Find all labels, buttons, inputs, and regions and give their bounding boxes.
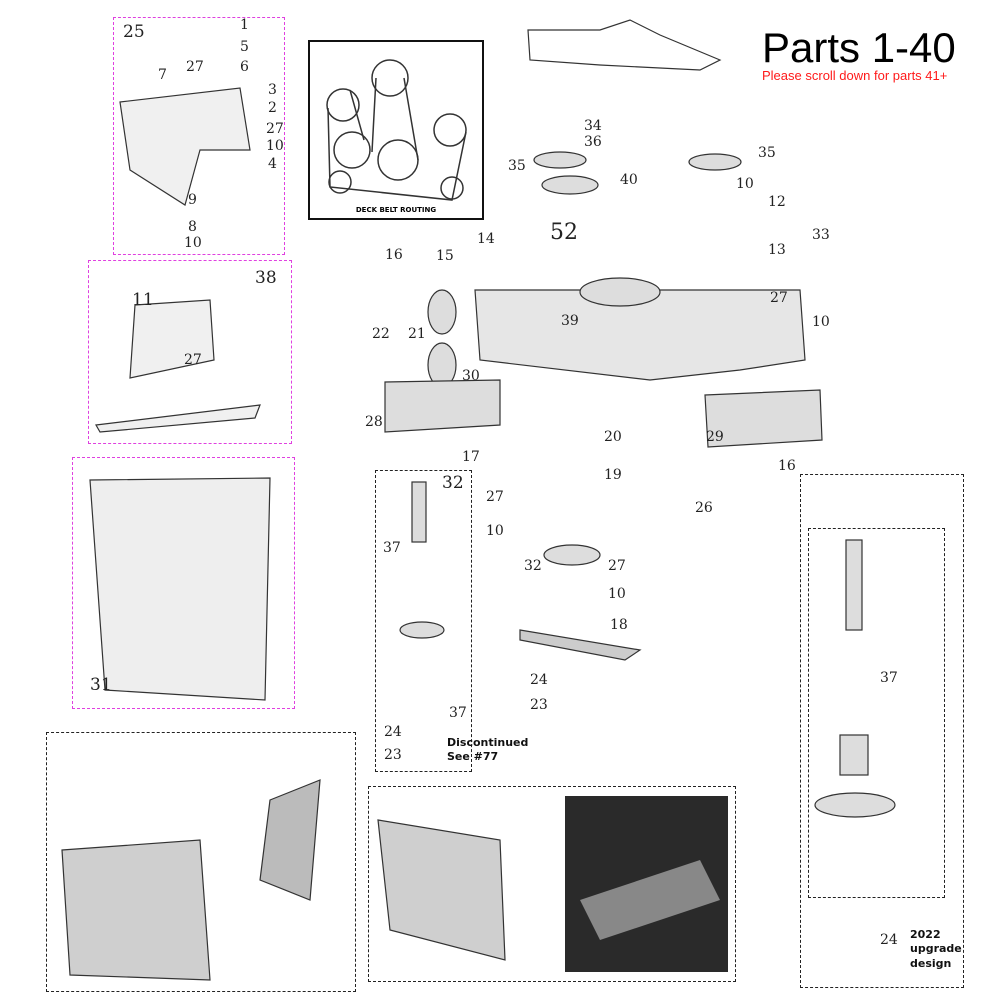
upgrade-text: upgrade: [910, 942, 962, 956]
blade-set: [95, 404, 261, 433]
design-text: design: [910, 956, 952, 970]
upgrade-spindle-inner-box: [808, 528, 945, 898]
part-label: 21: [408, 326, 426, 342]
part-28-baffle: [384, 379, 501, 433]
part-label: 14: [477, 231, 495, 247]
belt-routing-drawing: [326, 59, 467, 201]
scroll-hint: Please scroll down for parts 41+: [762, 68, 948, 83]
part-label: 33: [812, 227, 830, 243]
deflector-plate: [61, 839, 211, 981]
part-21-wheel: [427, 289, 457, 335]
part-label: 27: [184, 352, 202, 368]
part-label: 25: [123, 22, 145, 42]
group-31-box: [72, 457, 295, 709]
upgrade-year: 2022: [910, 928, 941, 941]
see-77-text: See #77: [447, 750, 499, 764]
part-label: 30: [462, 368, 480, 384]
part-label: 12: [768, 194, 786, 210]
group-38-box: [88, 260, 292, 444]
part-label: 34: [584, 118, 602, 134]
group-25-box: [113, 17, 285, 255]
belt-routing-caption: DECK BELT ROUTING: [355, 206, 437, 214]
part-label: 13: [768, 242, 786, 258]
part-label: 27: [486, 489, 504, 505]
part-label: 17: [462, 449, 480, 465]
part-label: 27: [186, 59, 204, 75]
part-29-baffle: [704, 389, 823, 448]
part-label: 2: [268, 100, 277, 116]
part-label: 28: [365, 414, 383, 430]
part-label: 7: [158, 67, 167, 83]
upgrade-spindle-housing: [814, 792, 896, 818]
deflector-plate-2: [377, 819, 506, 961]
part-label: 3: [268, 82, 277, 98]
part-label: 22: [372, 326, 390, 342]
part-label: 27: [770, 290, 788, 306]
part-label: 10: [608, 586, 626, 602]
part-label: 35: [508, 158, 526, 174]
part-40-pulley: [541, 175, 599, 195]
part-32-spindle: [543, 544, 601, 566]
part-18-blade: [519, 629, 642, 661]
deflector-kit-box: [46, 732, 356, 992]
part-label: 24: [530, 672, 548, 688]
part-label: 10: [184, 235, 202, 251]
part-label: 27: [266, 121, 284, 137]
part-label: 32: [442, 473, 464, 493]
part-label: 8: [188, 219, 197, 235]
part-11-shield: [129, 299, 215, 379]
part-label: 18: [610, 617, 628, 633]
part-label: 4: [268, 156, 277, 172]
discontinued-note: Discontinued See #77: [447, 736, 528, 765]
part-label: 23: [530, 697, 548, 713]
part-label: 29: [706, 429, 724, 445]
part-31-grass-chute: [89, 477, 271, 701]
part-35-pulley: [533, 151, 587, 169]
deck-belt-routing-diagram: DECK BELT ROUTING: [308, 40, 484, 220]
part-label: 24: [384, 724, 402, 740]
part-label: 37: [449, 705, 467, 721]
part-label: 5: [240, 39, 249, 55]
part-label: 9: [188, 192, 197, 208]
part-label: 10: [486, 523, 504, 539]
part-label: 16: [778, 458, 796, 474]
part-label: 24: [880, 932, 898, 948]
part-label: 1: [240, 17, 249, 33]
part-label: 38: [255, 268, 277, 288]
part-label: 11: [132, 290, 154, 310]
part-label: 27: [608, 558, 626, 574]
part-label: 10: [736, 176, 754, 192]
part-label: 52: [550, 220, 578, 245]
part-35-pulley-right: [688, 153, 742, 171]
part-label: 20: [604, 429, 622, 445]
part-label: 36: [584, 134, 602, 150]
part-label: 23: [384, 747, 402, 763]
upgrade-note: 2022 upgrade design: [910, 928, 962, 971]
mower-deck: [474, 289, 806, 381]
part-label: 26: [695, 500, 713, 516]
part-label: 10: [266, 138, 284, 154]
part-label: 15: [436, 248, 454, 264]
part-label: 37: [880, 670, 898, 686]
part-label: 39: [561, 313, 579, 329]
discontinued-text: Discontinued: [447, 736, 529, 749]
upgrade-shaft: [845, 539, 863, 631]
deflector-photo-box: [368, 786, 736, 982]
part-label: 31: [90, 675, 112, 695]
upgrade-spindle-box: [800, 474, 964, 988]
part-label: 37: [383, 540, 401, 556]
part-label: 10: [812, 314, 830, 330]
part-label: 40: [620, 172, 638, 188]
group-32-box: [375, 470, 472, 772]
page-title: Parts 1-40: [762, 24, 956, 71]
part-label: 19: [604, 467, 622, 483]
part-label: 32: [524, 558, 542, 574]
part-label: 16: [385, 247, 403, 263]
part-label: 35: [758, 145, 776, 161]
part-label: 6: [240, 59, 249, 75]
drive-belt: [527, 19, 722, 71]
part-7-bracket: [119, 87, 251, 206]
